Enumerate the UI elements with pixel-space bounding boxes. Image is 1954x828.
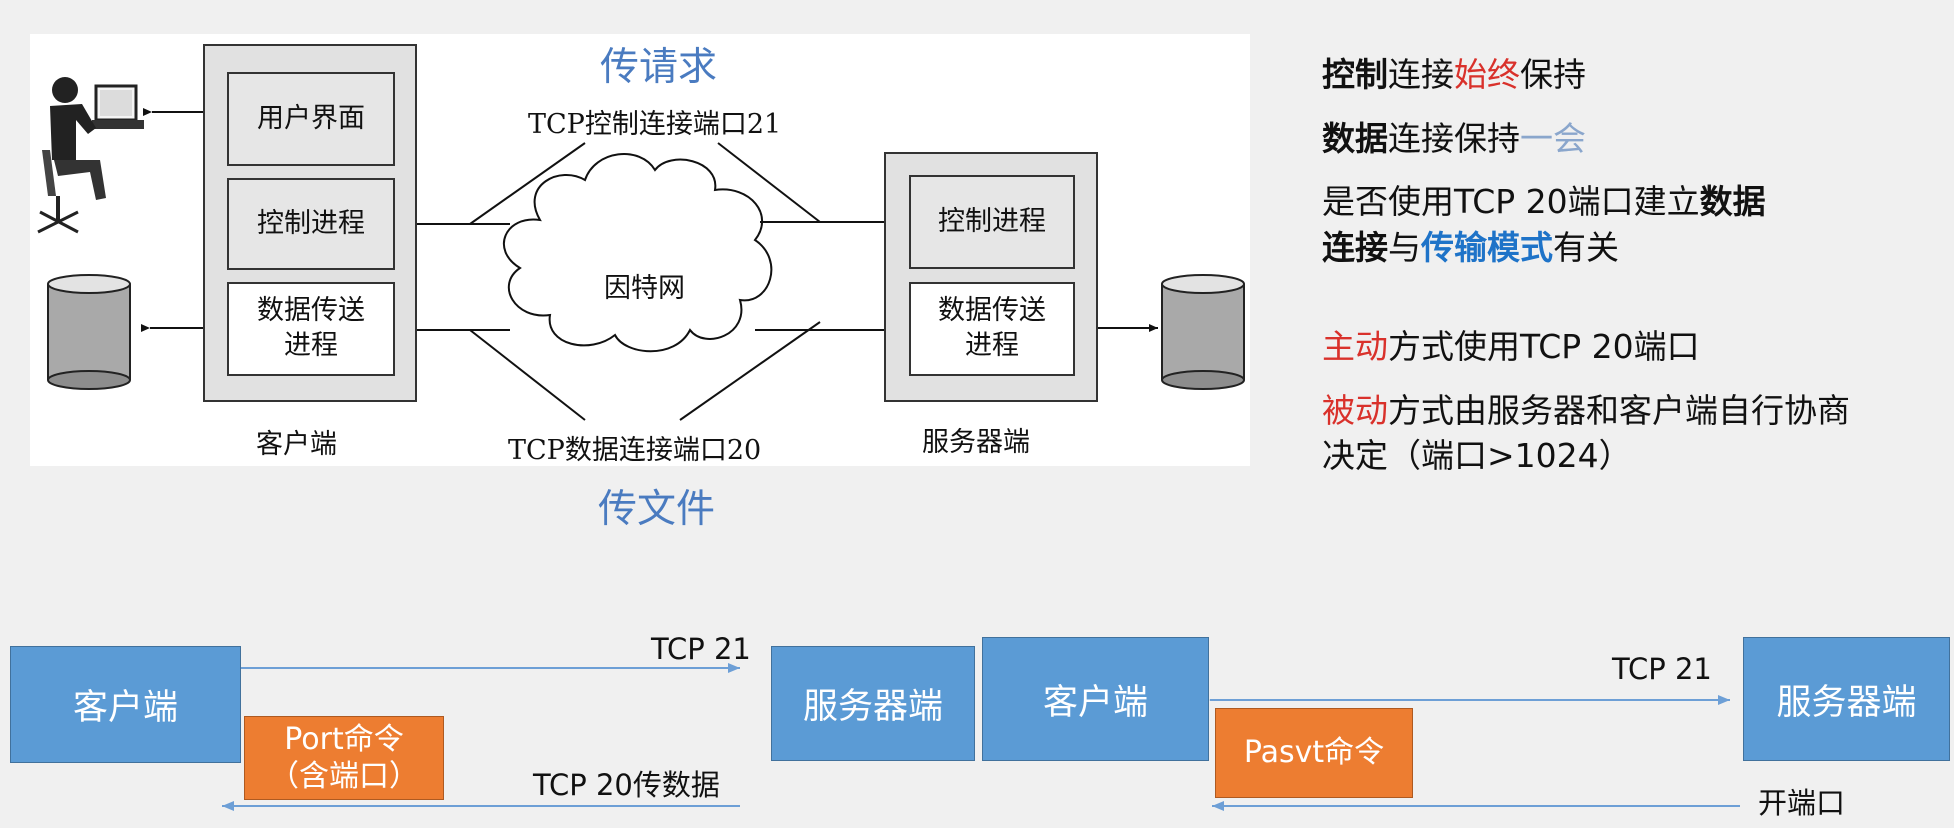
note-passive: 被动方式由服务器和客户端自行协商决定（端口>1024） [1322,388,1942,479]
note-active-text: 方式使用TCP 20端口 [1388,327,1700,367]
active-tcp20-label: TCP 20传数据 [533,768,720,802]
passive-server-box: 服务器端 [1743,637,1950,761]
client-ui-label: 用户界面 [257,102,365,134]
ctrl-line-upper-right [717,142,821,223]
ctrl-line-upper-left [469,142,586,225]
server-ctrl-label: 控制进程 [938,205,1046,237]
note-port20-conn: 连接 [1322,227,1388,267]
note-data-keyword: 数据 [1322,118,1388,158]
note-control: 控制连接始终保持 [1322,52,1942,98]
note-active-keyword: 主动 [1322,327,1388,367]
port-command-box: Port命令 （含端口） [244,716,444,800]
note-passive-text: 方式由服务器和客户端自行协商 [1388,390,1850,430]
note-data-text: 连接保持 [1388,118,1520,158]
note-control-text: 连接 [1388,55,1454,94]
note-port20-data: 数据 [1699,182,1766,222]
note-passive-text-2: 决定（端口>1024） [1322,436,1632,476]
client-database-icon [47,274,131,390]
user-computer-icon [37,77,144,234]
pasv-command-box: Pasvt命令 [1215,708,1413,798]
active-server-box: 服务器端 [771,646,975,761]
file-transfer-label: 传文件 [598,487,716,532]
server-database-icon [1161,274,1245,390]
active-client-box: 客户端 [10,646,241,763]
port-command-label: Port命令 [284,721,404,757]
request-label: 传请求 [600,45,718,90]
server-ctrl-box: 控制进程 [909,175,1075,269]
ctrl-port-label: TCP控制连接端口21 [528,109,782,140]
internet-label: 因特网 [604,273,685,304]
note-control-keyword: 控制 [1322,55,1388,94]
note-control-keep: 保持 [1520,55,1586,94]
note-port20-related: 有关 [1553,227,1619,267]
data-line-lower-left [469,329,586,421]
server-data-box: 数据传送 进程 [909,282,1075,376]
server-data-label-2: 进程 [965,330,1019,361]
internet-cloud [502,153,773,353]
active-tcp21-label: TCP 21 [651,632,751,666]
client-data-box: 数据传送 进程 [227,282,395,376]
client-data-label-2: 进程 [284,330,338,361]
client-ctrl-label: 控制进程 [257,207,365,239]
note-port20-and: 与 [1388,227,1421,267]
open-port-label: 开端口 [1758,786,1846,820]
passive-client-box: 客户端 [982,637,1209,761]
note-passive-keyword: 被动 [1322,390,1388,430]
note-port20-text: 是否使用TCP 20端口建立 [1322,182,1700,222]
server-data-label-1: 数据传送 [938,295,1046,327]
note-data-while: 一会 [1520,118,1586,158]
client-ui-box: 用户界面 [227,72,395,166]
note-data: 数据连接保持一会 [1322,116,1942,162]
note-control-always: 始终 [1454,55,1520,94]
client-caption: 客户端 [256,429,337,460]
client-data-label-1: 数据传送 [257,295,365,327]
note-port20: 是否使用TCP 20端口建立数据连接与传输模式有关 [1322,179,1942,270]
note-active: 主动方式使用TCP 20端口 [1322,324,1942,370]
data-port-label: TCP数据连接端口20 [508,435,762,466]
note-port20-mode: 传输模式 [1421,227,1553,267]
notes-panel: 控制连接始终保持 数据连接保持一会 是否使用TCP 20端口建立数据连接与传输模… [1322,52,1942,479]
client-ctrl-box: 控制进程 [227,178,395,270]
port-command-sub: （含端口） [269,759,419,794]
passive-tcp21-label: TCP 21 [1612,652,1712,686]
server-caption: 服务器端 [922,427,1030,458]
data-line-lower-right [679,321,821,421]
